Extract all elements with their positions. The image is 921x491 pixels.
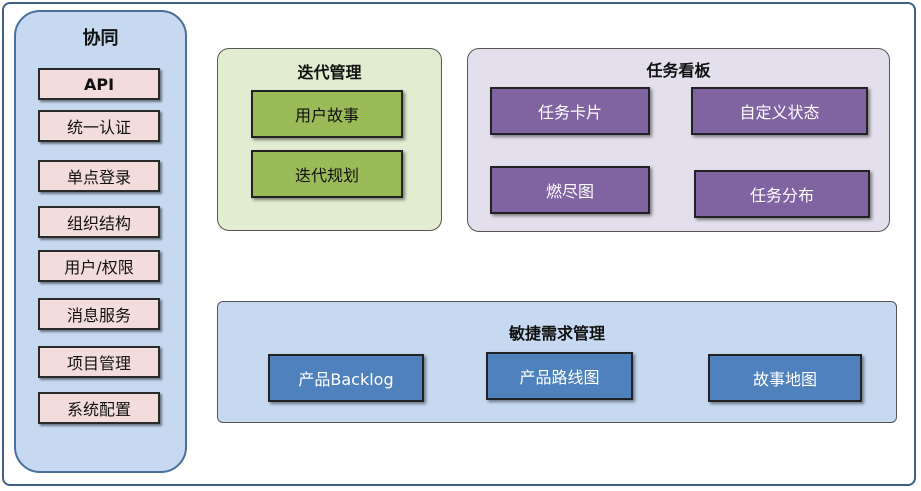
- agile-requirements-title: 敏捷需求管理: [508, 324, 605, 343]
- iteration-planning-box: 迭代规划: [251, 150, 403, 198]
- sidebar-item-sso: 单点登录: [38, 160, 160, 192]
- sidebar-item-message-service: 消息服务: [38, 298, 160, 330]
- sidebar-item-user-permission: 用户/权限: [38, 250, 160, 282]
- product-backlog-box: 产品Backlog: [268, 354, 424, 402]
- user-story-box: 用户故事: [251, 90, 403, 138]
- iteration-title: 迭代管理: [297, 63, 362, 82]
- sidebar-item-unified-auth: 统一认证: [38, 110, 160, 142]
- agile-requirements-panel: 敏捷需求管理 产品Backlog 产品路线图 故事地图: [217, 301, 897, 423]
- story-map-box: 故事地图: [708, 354, 862, 402]
- task-card-box: 任务卡片: [490, 87, 650, 135]
- custom-status-box: 自定义状态: [691, 87, 868, 135]
- collaboration-title: 协同: [82, 28, 119, 49]
- product-roadmap-box: 产品路线图: [486, 352, 633, 400]
- iteration-panel: 迭代管理 用户故事 迭代规划: [217, 48, 442, 231]
- collaboration-panel: 协同 API 统一认证 单点登录 组织结构 用户/权限 消息服务 项目管理 系统…: [14, 10, 187, 473]
- burndown-chart-box: 燃尽图: [490, 166, 650, 214]
- task-board-panel: 任务看板 任务卡片 自定义状态 燃尽图 任务分布: [467, 48, 890, 232]
- sidebar-item-api: API: [38, 68, 160, 100]
- task-board-title: 任务看板: [646, 61, 711, 80]
- sidebar-item-project-management: 项目管理: [38, 346, 160, 378]
- task-distribution-box: 任务分布: [694, 170, 870, 218]
- sidebar-item-system-config: 系统配置: [38, 392, 160, 424]
- sidebar-item-org-structure: 组织结构: [38, 206, 160, 238]
